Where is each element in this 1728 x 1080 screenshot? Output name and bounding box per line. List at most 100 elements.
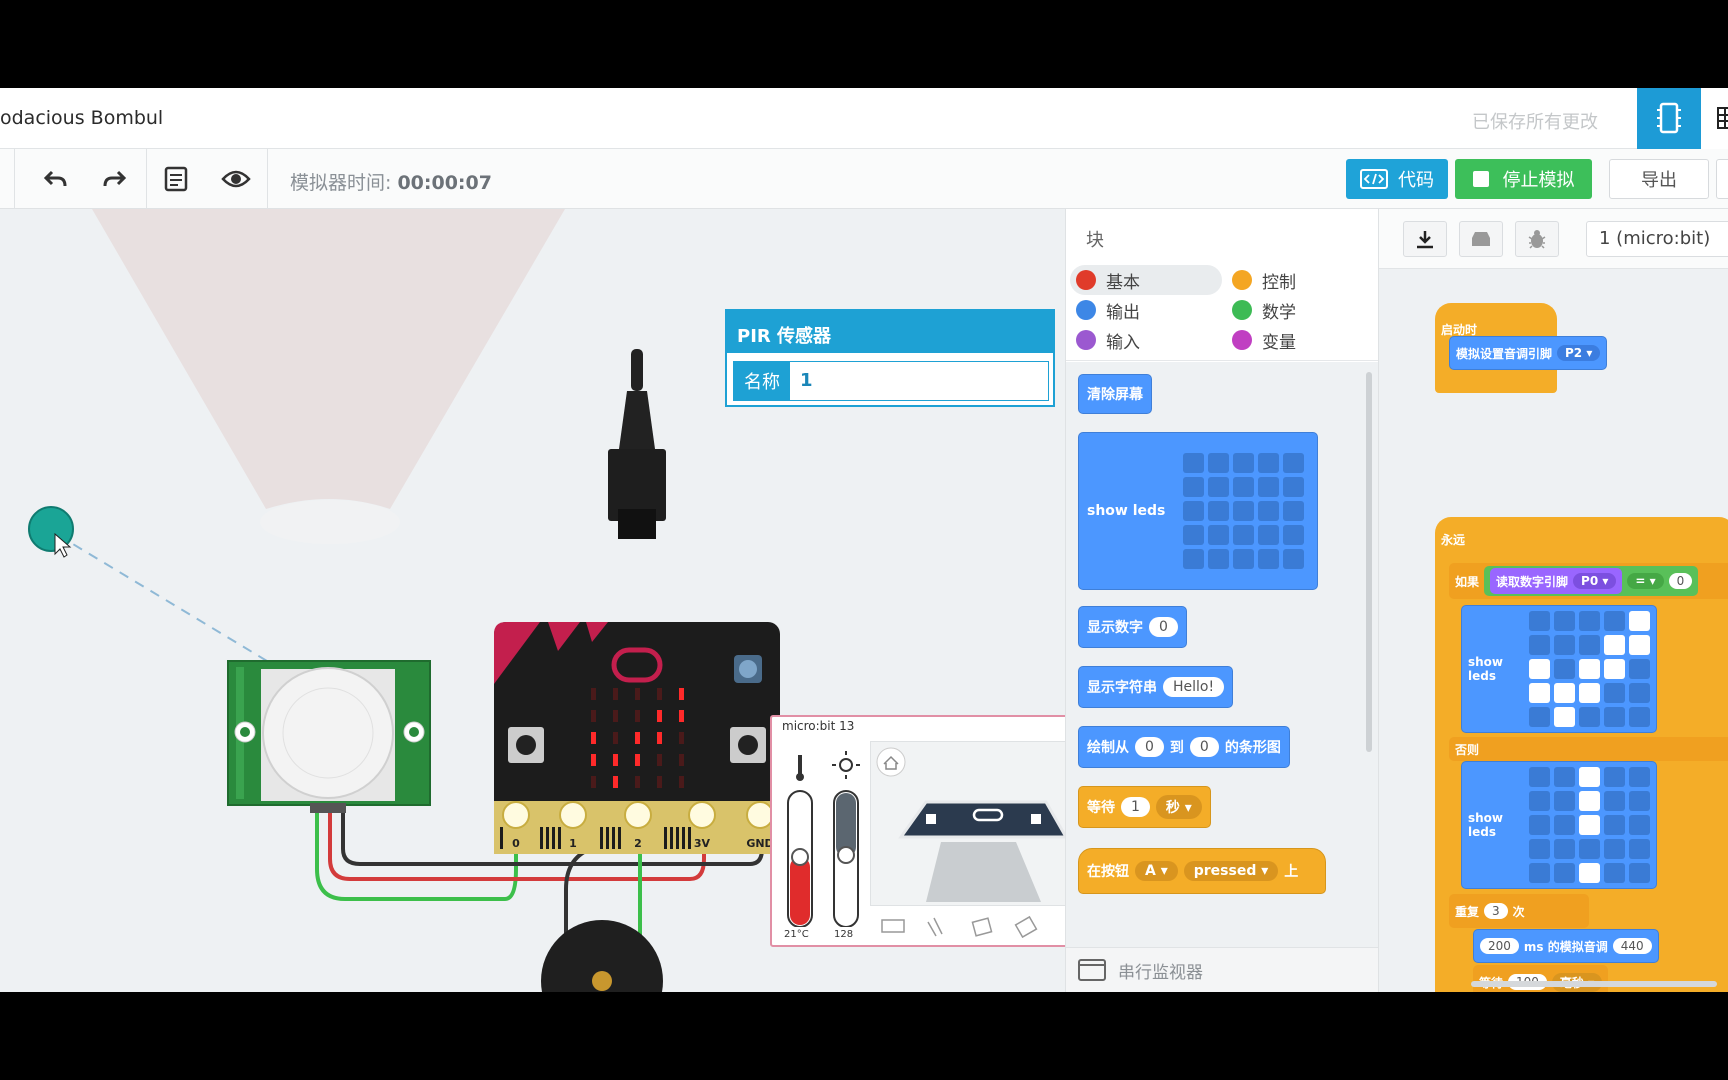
operator-dropdown[interactable]: = ▾: [1627, 573, 1664, 589]
block-label: 重复: [1455, 904, 1480, 919]
thermometer-icon: [787, 755, 813, 928]
number-input[interactable]: 0: [1149, 617, 1178, 637]
block-label: 如果: [1455, 574, 1480, 589]
category-dot-icon: [1232, 270, 1252, 290]
block-on-button-pressed[interactable]: 在按钮 A ▾ pressed ▾ 上: [1078, 848, 1326, 894]
download-button[interactable]: [1403, 221, 1447, 257]
category-math[interactable]: 数学: [1226, 295, 1366, 325]
block-clear-screen[interactable]: 清除屏幕: [1078, 374, 1152, 414]
block-label: 清除屏幕: [1087, 387, 1143, 403]
block-label: 永远: [1441, 533, 1466, 547]
block-wait[interactable]: 等待 1 秒 ▾: [1078, 786, 1211, 828]
block-show-string[interactable]: 显示字符串 Hello!: [1078, 666, 1234, 708]
toolbar: 模拟器时间: 00:00:07 代码 停止模拟 导出: [0, 149, 1728, 209]
device-select[interactable]: 1 (micro:bit): [1586, 221, 1728, 257]
block-label: 上: [1284, 864, 1299, 880]
bar-to-input[interactable]: 0: [1189, 737, 1219, 757]
stop-label: 停止模拟: [1502, 170, 1575, 191]
led-grid-if[interactable]: [1529, 611, 1650, 727]
circuit-view-button[interactable]: [1637, 88, 1701, 149]
compare-input[interactable]: 0: [1668, 573, 1693, 589]
category-label: 控制: [1262, 272, 1296, 293]
microcontroller-icon: [1657, 102, 1681, 134]
tone-frequency-input[interactable]: 440: [1612, 938, 1652, 954]
undo-button[interactable]: [38, 161, 74, 197]
pin-dropdown[interactable]: P2 ▾: [1557, 345, 1601, 361]
wait-input[interactable]: 1: [1121, 797, 1150, 817]
block-set-pitch-pin[interactable]: 模拟设置音调引脚 P2 ▾: [1449, 336, 1608, 370]
block-categories: 基本 控制 输出 数学 输入 变量: [1066, 261, 1379, 361]
block-show-leds[interactable]: show leds: [1078, 432, 1318, 590]
code-icon: [1360, 169, 1388, 189]
microbit-sim-panel: micro:bit 13 21°C 128: [770, 715, 1065, 947]
block-label: 否则: [1455, 742, 1480, 757]
code-button[interactable]: 代码: [1346, 159, 1448, 199]
block-label: show leds: [1468, 811, 1504, 839]
pir-sensor-board: [227, 660, 431, 813]
led-matrix: [591, 688, 684, 788]
blocks-panel: 块 基本 控制 输出 数学 输入: [1065, 209, 1379, 992]
monitor-icon: [1078, 959, 1106, 981]
palette-scrollbar[interactable]: [1366, 372, 1372, 752]
light-slider[interactable]: [832, 747, 860, 928]
event-dropdown[interactable]: pressed ▾: [1183, 861, 1279, 881]
pin-label-0: 0: [512, 837, 520, 850]
category-output[interactable]: 输出: [1070, 295, 1222, 325]
visibility-button[interactable]: [218, 161, 254, 197]
wait-unit-dropdown[interactable]: 秒 ▾: [1155, 795, 1202, 819]
block-compare[interactable]: 读取数字引脚 P0 ▾ = ▾ 0: [1484, 566, 1699, 596]
block-show-number[interactable]: 显示数字 0: [1078, 606, 1187, 648]
microbit-board: 0 1 2 3V GND: [494, 622, 780, 854]
category-control[interactable]: 控制: [1226, 265, 1366, 295]
library-button[interactable]: [1459, 221, 1503, 257]
pir-name-input[interactable]: 1: [800, 370, 813, 391]
divider: [267, 149, 268, 209]
category-label: 输入: [1106, 332, 1140, 353]
serial-monitor-bar[interactable]: 串行监视器: [1066, 947, 1379, 992]
block-label: 的条形图: [1224, 740, 1281, 756]
button-dropdown[interactable]: A ▾: [1135, 861, 1178, 881]
accelerometer-view[interactable]: [870, 741, 1065, 906]
export-button[interactable]: 导出: [1609, 159, 1709, 199]
stop-simulation-button[interactable]: 停止模拟: [1455, 159, 1592, 199]
pir-detection-cone: [92, 209, 565, 509]
block-digital-read[interactable]: 读取数字引脚 P0 ▾: [1490, 568, 1623, 594]
pin-label-1: 1: [569, 837, 577, 850]
script-area[interactable]: 1 (micro:bit) 启动时 模拟设置音调引脚 P2 ▾ 永远 如果 读取…: [1378, 209, 1728, 992]
led-grid-else[interactable]: [1529, 767, 1650, 883]
tone-duration-input[interactable]: 200: [1480, 938, 1519, 954]
ground-wire: [341, 801, 764, 866]
block-label: 启动时: [1441, 323, 1478, 337]
block-plot-bar-graph[interactable]: 绘制从 0 到 0 的条形图: [1078, 726, 1290, 768]
download-icon: [1417, 231, 1433, 249]
export-label: 导出: [1641, 170, 1677, 191]
project-name[interactable]: odacious Bombul: [0, 107, 164, 129]
category-basic[interactable]: 基本: [1070, 265, 1222, 295]
share-button[interactable]: [1716, 159, 1728, 199]
debug-button[interactable]: [1515, 221, 1559, 257]
blocks-panel-title: 块: [1086, 230, 1104, 251]
block-repeat[interactable]: 重复 3 次: [1449, 894, 1589, 928]
led-grid[interactable]: [1183, 453, 1304, 569]
block-show-leds-if[interactable]: show leds: [1461, 605, 1657, 733]
gesture-buttons[interactable]: [870, 911, 1065, 941]
block-play-tone[interactable]: 200 ms 的模拟音调 440: [1473, 929, 1659, 963]
script-scrollbar[interactable]: [1471, 981, 1717, 987]
block-wait-ms[interactable]: 等待 100 毫秒 ▾: [1473, 965, 1609, 992]
schematic-view-button[interactable]: [1701, 88, 1728, 149]
category-dot-icon: [1232, 300, 1252, 320]
category-variables[interactable]: 变量: [1226, 325, 1366, 355]
repeat-count-input[interactable]: 3: [1484, 903, 1508, 919]
redo-button[interactable]: [96, 161, 132, 197]
read-pin-dropdown[interactable]: P0 ▾: [1573, 573, 1617, 589]
notes-button[interactable]: [158, 161, 194, 197]
category-dot-icon: [1076, 270, 1096, 290]
block-if[interactable]: 如果 读取数字引脚 P0 ▾ = ▾ 0: [1449, 563, 1728, 599]
sim-time: 模拟器时间: 00:00:07: [290, 168, 492, 195]
string-input[interactable]: Hello!: [1163, 677, 1225, 697]
block-show-leds-else[interactable]: show leds: [1461, 761, 1657, 889]
temperature-value: 21°C: [784, 929, 809, 940]
temperature-slider[interactable]: [786, 747, 814, 928]
category-input[interactable]: 输入: [1070, 325, 1222, 355]
bar-from-input[interactable]: 0: [1135, 737, 1164, 757]
